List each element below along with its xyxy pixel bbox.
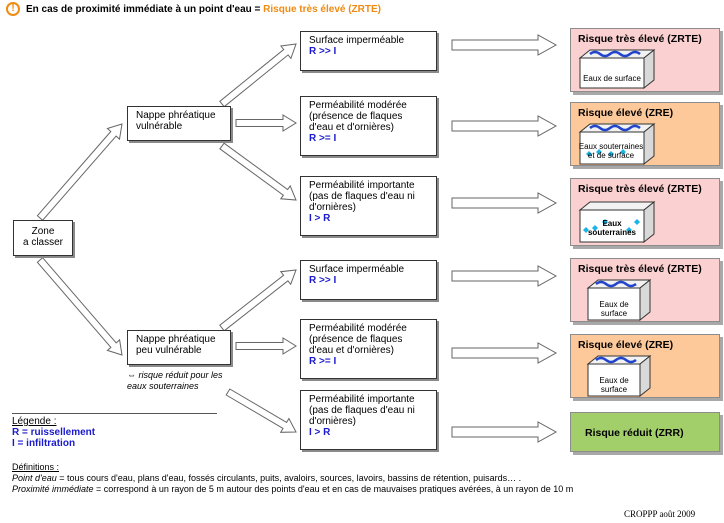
cube-1-label: Eaux de surface — [580, 74, 644, 83]
cube-4 — [586, 278, 652, 322]
definition-proximite-term: Proximité immédiate — [12, 484, 94, 494]
definition-proximite: Proximité immédiate = correspond à un ra… — [12, 484, 573, 495]
cube-5-label: Eaux de surface — [588, 376, 640, 394]
arrow-cond-to-risk-5 — [451, 342, 558, 364]
legend: Légende : R = ruissellement I = infiltra… — [12, 416, 95, 449]
arrow-peu-vulnerable-to-cond-4 — [219, 269, 297, 332]
condition-box-1: Surface imperméable R >> I — [300, 31, 437, 71]
risk-1-label: Risque très élevé (ZRTE) — [578, 33, 702, 45]
nappe-note: ⇔ risque réduit pour les eaux souterrain… — [127, 370, 223, 392]
cube-5-line-1: Eaux de — [599, 376, 629, 385]
header-highlight: Risque très élevé (ZRTE) — [263, 4, 381, 15]
cube-1-line-1: Eaux de surface — [583, 74, 641, 83]
condition-6-line-1: Perméabilité importante — [309, 394, 415, 405]
condition-4-formula: R >> I — [309, 275, 337, 286]
definition-point-eau: Point d'eau = tous cours d'eau, plans d'… — [12, 473, 573, 484]
condition-3-line-2: (pas de flaques d'eau ni — [309, 191, 415, 202]
condition-3-line-3: d'ornières) — [309, 202, 356, 213]
condition-2-line-3: d'eau et d'ornières) — [309, 122, 394, 133]
risk-box-6: Risque réduit (ZRR) — [570, 412, 720, 452]
definition-point-eau-term: Point d'eau — [12, 473, 57, 483]
definitions: Définitions : Point d'eau = tous cours d… — [12, 462, 573, 495]
risk-5-label: Risque élevé (ZRE) — [578, 339, 674, 351]
risk-3-label: Risque très élevé (ZRTE) — [578, 183, 702, 195]
condition-3-line-1: Perméabilité importante — [309, 180, 415, 191]
arrow-zone-to-vulnerable — [36, 123, 123, 222]
condition-2-line-2: (présence de flaques — [309, 111, 403, 122]
condition-box-3: Perméabilité importante (pas de flaques … — [300, 176, 437, 236]
cube-2-line-1: Eaux souterraines — [578, 142, 644, 151]
header-intro: En cas de proximité immédiate à un point… — [26, 4, 264, 15]
legend-rule — [12, 413, 217, 414]
condition-1-formula: R >> I — [309, 46, 337, 57]
cube-1 — [578, 48, 656, 90]
zone-line-1: Zone — [31, 226, 55, 237]
nappe-vulnerable-box: Nappe phréatique vulnérable — [127, 106, 231, 141]
nappe-note-line-2: eaux souterraines — [127, 381, 199, 391]
zone-line-2: a classer — [22, 237, 63, 248]
condition-6-line-3: d'ornières) — [309, 416, 356, 427]
risk-2-label: Risque élevé (ZRE) — [578, 107, 674, 119]
cube-4-line-2: surface — [600, 309, 628, 318]
cube-2 — [578, 122, 656, 166]
zone-box: Zone a classer — [13, 220, 73, 256]
condition-box-5: Perméabilité modérée (présence de flaque… — [300, 319, 437, 379]
definition-point-eau-text: = tous cours d'eau, plans d'eau, fossés … — [56, 473, 522, 483]
arrow-peu-vulnerable-to-cond-5 — [235, 337, 297, 355]
condition-5-line-2: (présence de flaques — [309, 334, 403, 345]
cube-2-label: Eaux souterraines et de surface — [578, 142, 644, 160]
condition-1-line-1: Surface imperméable — [309, 35, 405, 46]
condition-6-formula: I > R — [309, 427, 331, 438]
nappe-peu-vulnerable-line-1: Nappe phréatique — [136, 334, 216, 345]
arrow-cond-to-risk-2 — [451, 115, 558, 137]
cube-5 — [586, 354, 652, 398]
definitions-title: Définitions : — [12, 462, 60, 472]
cube-3-line-1: Eaux — [602, 219, 622, 228]
nappe-peu-vulnerable-line-2: peu vulnérable — [136, 345, 202, 356]
arrow-cond-to-risk-3 — [451, 192, 558, 214]
condition-box-6: Perméabilité importante (pas de flaques … — [300, 390, 437, 450]
arrow-zone-to-peu-vulnerable — [36, 256, 123, 356]
condition-2-line-1: Perméabilité modérée — [309, 100, 407, 111]
cube-4-label: Eaux de surface — [588, 300, 640, 318]
legend-r: R = ruissellement — [12, 427, 96, 438]
nappe-note-line-1: ⇔ risque réduit pour les — [127, 370, 223, 380]
condition-2-formula: R >= I — [309, 133, 337, 144]
cube-3-line-2: souterraines — [587, 228, 637, 237]
risk-4-label: Risque très élevé (ZRTE) — [578, 263, 702, 275]
cube-5-line-2: surface — [600, 385, 628, 394]
condition-5-line-3: d'eau et d'ornières) — [309, 345, 394, 356]
arrow-cond-to-risk-1 — [451, 34, 558, 56]
warning-icon: ! — [6, 2, 20, 16]
nappe-vulnerable-line-2: vulnérable — [136, 121, 183, 132]
condition-5-formula: R >= I — [309, 356, 337, 367]
condition-4-line-1: Surface imperméable — [309, 264, 405, 275]
nappe-peu-vulnerable-box: Nappe phréatique peu vulnérable — [127, 330, 231, 365]
condition-6-line-2: (pas de flaques d'eau ni — [309, 405, 415, 416]
condition-5-line-1: Perméabilité modérée — [309, 323, 407, 334]
risk-6-label: Risque réduit (ZRR) — [585, 427, 684, 439]
arrow-cond-to-risk-4 — [451, 265, 558, 287]
condition-3-formula: I > R — [309, 213, 331, 224]
arrow-cond-to-risk-6 — [451, 421, 558, 443]
cube-3 — [578, 200, 656, 244]
legend-title: Légende : — [12, 416, 57, 427]
definition-proximite-text: = correspond à un rayon de 5 m autour de… — [93, 484, 574, 494]
condition-box-2: Perméabilité modérée (présence de flaque… — [300, 96, 437, 156]
cube-3-label: Eaux souterraines — [580, 219, 644, 237]
header-title: En cas de proximité immédiate à un point… — [26, 4, 381, 15]
cube-2-line-2: et de surface — [587, 151, 635, 160]
arrow-vulnerable-to-cond-1 — [219, 43, 297, 108]
condition-box-4: Surface imperméable R >> I — [300, 260, 437, 300]
arrow-vulnerable-to-cond-2 — [235, 114, 297, 132]
nappe-vulnerable-line-1: Nappe phréatique — [136, 110, 216, 121]
arrow-vulnerable-to-cond-3 — [219, 142, 297, 201]
footer-credit: CROPPP août 2009 — [624, 509, 696, 519]
legend-i: I = infiltration — [12, 438, 76, 449]
arrow-peu-vulnerable-to-cond-6 — [225, 388, 297, 433]
cube-4-line-1: Eaux de — [599, 300, 629, 309]
